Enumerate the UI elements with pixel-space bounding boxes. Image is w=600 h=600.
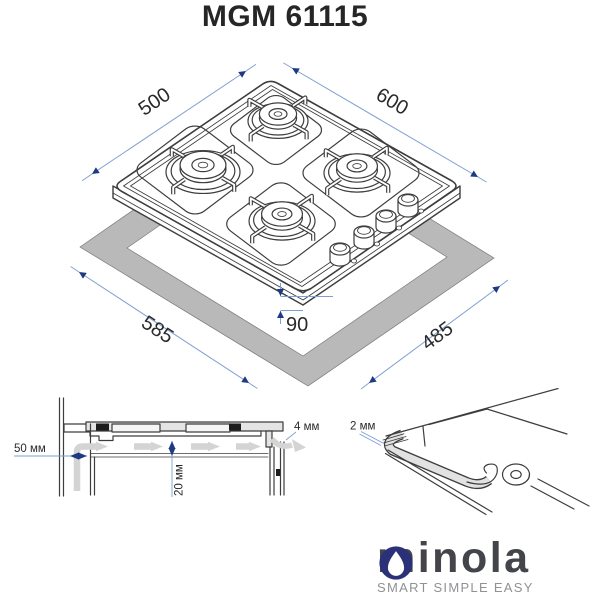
dim-label-90: 90 — [286, 314, 308, 336]
label-wall-clearance: 50 мм — [14, 443, 46, 455]
seal-detail-drawing — [382, 388, 590, 516]
dim-label-585: 585 — [137, 312, 177, 349]
airflow-arrows — [73, 437, 306, 491]
minola-drop-icon — [379, 546, 413, 580]
cross-section-drawing — [58, 397, 285, 497]
label-seal-thickness: 2 мм — [350, 421, 375, 433]
control-knobs-group — [329, 193, 425, 267]
seal-tape-detail-diagram: 2 мм — [350, 388, 590, 516]
label-rim-gap: 4 мм — [294, 421, 319, 433]
ventilation-cross-section-diagram: 50 мм 20 мм 4 мм — [14, 397, 319, 497]
dimension-offset-90: 90 — [277, 283, 333, 336]
installation-dimensions-diagram: 500 600 585 485 90 — [70, 62, 509, 390]
dim-label-500: 500 — [135, 84, 175, 121]
dim-label-600: 600 — [372, 84, 412, 120]
clearance-dimensions: 50 мм 20 мм 4 мм — [14, 421, 319, 497]
dim-label-485: 485 — [417, 317, 457, 355]
seal-dimension: 2 мм — [350, 421, 384, 446]
label-under-clearance: 20 мм — [174, 464, 186, 496]
model-title: MGM 61115 — [201, 0, 369, 33]
brand-tagline: SMART SIMPLE EASY — [377, 580, 534, 595]
brand-logo: minola SMART SIMPLE EASY — [377, 537, 534, 596]
